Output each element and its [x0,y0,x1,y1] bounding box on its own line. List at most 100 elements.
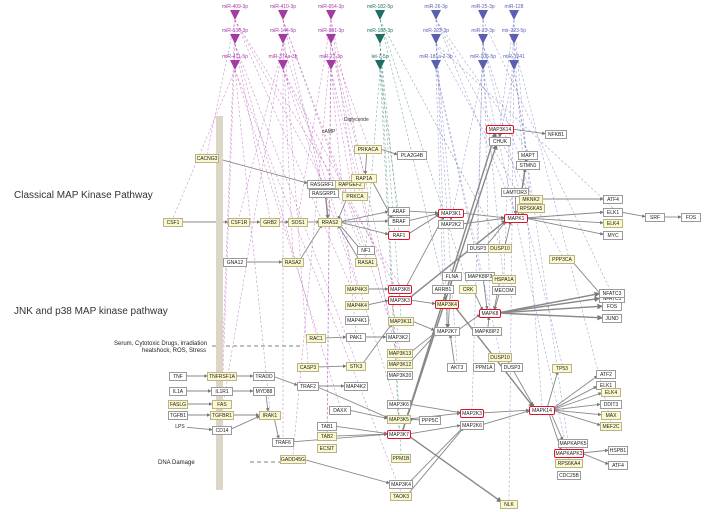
gene-node-dusp3b[interactable]: DUSP3 [501,362,523,372]
gene-node-rasgrf1[interactable]: RASGRF1 [307,179,337,189]
gene-node-tgfbr1[interactable]: TGFBR1 [210,410,234,420]
gene-node-mapkapk3[interactable]: MAPKAPK3 [554,448,584,458]
gene-node-tp53[interactable]: TP53 [552,363,572,373]
gene-node-csf1r[interactable]: CSF1R [228,217,250,227]
gene-node-cdc25b[interactable]: CDC25B [557,470,581,480]
gene-node-irak1[interactable]: IRAK1 [259,410,281,420]
gene-node-atf2[interactable]: ATF2 [596,369,616,379]
gene-node-dusp10a[interactable]: DUSP10 [488,243,512,253]
gene-node-rasgrp1[interactable]: RASGRP1 [309,188,339,198]
gene-node-nlk[interactable]: NLK [500,499,518,509]
gene-node-mapk1[interactable]: MAPK1 [504,213,528,223]
gene-node-arrb1[interactable]: ARRB1 [432,284,454,294]
gene-node-braf[interactable]: BRAF [388,216,410,226]
gene-node-rac1[interactable]: RAC1 [306,333,326,343]
gene-node-lamtor3[interactable]: LAMTOR3 [501,187,529,197]
gene-node-map2k7[interactable]: MAP2K7 [434,326,460,336]
gene-node-cd14[interactable]: CD14 [212,425,232,435]
gene-node-araf[interactable]: ARAF [388,206,410,216]
gene-node-atf4a[interactable]: ATF4 [603,194,623,204]
gene-node-prkca[interactable]: PRKCA [342,191,368,201]
gene-node-mapk8[interactable]: MAPK8 [479,308,501,318]
gene-node-casp3[interactable]: CASP3 [297,362,319,372]
gene-node-map3k7[interactable]: MAP3K7 [387,429,411,439]
gene-node-raf1[interactable]: RAF1 [388,230,410,240]
gene-node-mknk2[interactable]: MKNK2 [519,194,543,204]
gene-node-faslg[interactable]: FASLG [168,399,188,409]
gene-node-ppm1b[interactable]: PPM1B [391,453,411,463]
gene-node-rps6ka5[interactable]: RPS6KA5 [517,203,545,213]
gene-node-csf1[interactable]: CSF1 [163,217,183,227]
gene-node-stmn1[interactable]: STMN1 [516,160,540,170]
gene-node-lps[interactable]: LPS [175,423,185,430]
gene-node-nfkb1[interactable]: NFKB1 [545,129,567,139]
gene-node-rapgef2[interactable]: RAPGEF2 [335,179,365,189]
gene-node-elk1a[interactable]: ELK1 [603,207,623,217]
gene-node-map4k2[interactable]: MAP4K2 [344,381,368,391]
gene-node-akt3[interactable]: AKT3 [447,362,467,372]
gene-node-nf1[interactable]: NF1 [357,245,375,255]
gene-node-map3k2[interactable]: MAP3K2 [386,332,410,342]
gene-node-daxx[interactable]: DAXX [329,405,351,415]
gene-node-rras2[interactable]: RRAS2 [318,217,342,227]
gene-node-map3k4[interactable]: MAP3K4 [435,299,459,309]
gene-node-map3k20[interactable]: MAP3K20 [387,370,413,380]
gene-node-traf2[interactable]: TRAF2 [297,381,319,391]
gene-node-chuk[interactable]: CHUK [489,136,511,146]
gene-node-cacng3[interactable]: CACNG3 [195,153,219,163]
gene-node-atf4b[interactable]: ATF4 [608,460,628,470]
gene-node-dusp3[interactable]: DUSP3 [467,243,489,253]
gene-node-mecom[interactable]: MECOM [492,285,516,295]
gene-node-map3k5[interactable]: MAP3K5 [387,414,411,424]
gene-node-grb2[interactable]: GRB2 [260,217,280,227]
gene-node-map3k1[interactable]: MAP3K1 [438,208,464,218]
gene-node-map3k12[interactable]: MAP3K12 [387,359,413,369]
gene-node-jund[interactable]: JUND [602,313,622,323]
gene-node-tgfb1[interactable]: TGFB1 [168,410,188,420]
gene-node-traf6[interactable]: TRAF6 [272,437,294,447]
gene-node-il1r1[interactable]: IL1R1 [211,386,233,396]
gene-node-tnf[interactable]: TNF [169,371,187,381]
gene-node-prkaca[interactable]: PRKACA [354,144,382,154]
gene-node-taok3[interactable]: TAOK3 [390,491,412,501]
gene-node-map2k3[interactable]: MAP2K3 [460,408,484,418]
gene-node-flna[interactable]: FLNA [442,271,462,281]
gene-node-crk[interactable]: CRK [459,284,477,294]
gene-node-tab1[interactable]: TAB1 [317,421,337,431]
gene-node-map2k6[interactable]: MAP2K6 [460,420,484,430]
gene-node-dusp10b[interactable]: DUSP10 [488,352,512,362]
gene-node-ppp5c[interactable]: PPP5C [419,415,441,425]
gene-node-il1a[interactable]: IL1A [169,386,187,396]
gene-node-myc[interactable]: MYC [603,230,623,240]
gene-node-tnfrsf1a[interactable]: TNFRSF1A [207,371,237,381]
gene-node-sos1[interactable]: SOS1 [288,217,308,227]
gene-node-elk4b[interactable]: ELK4 [601,387,621,397]
gene-node-map3k13[interactable]: MAP3K13 [387,348,413,358]
gene-node-mapt[interactable]: MAPT [518,150,538,160]
gene-node-ddit3[interactable]: DDIT3 [600,399,622,409]
gene-node-map4k4[interactable]: MAP4K4 [345,300,369,310]
gene-node-hspa1a[interactable]: HSPA1A [492,274,516,284]
gene-node-stk3[interactable]: STK3 [346,361,366,371]
gene-node-ppp3ca[interactable]: PPP3CA [549,254,575,264]
gene-node-rasa2[interactable]: RASA2 [282,257,304,267]
gene-node-rps6ka4[interactable]: RPS6KA4 [555,458,583,468]
gene-node-mapkapk5[interactable]: MAPKAPK5 [558,438,588,448]
gene-node-mapk8ip3[interactable]: MAPK8IP3 [465,271,495,281]
gene-node-map3k4b[interactable]: MAP3K4 [389,479,413,489]
gene-node-pla2g4b[interactable]: PLA2G4B [397,150,427,160]
gene-node-map3k8[interactable]: MAP3K8 [388,284,412,294]
gene-node-rasa1[interactable]: RASA1 [355,257,377,267]
gene-node-elk4a[interactable]: ELK4 [603,218,623,228]
gene-node-map3k6[interactable]: MAP3K6 [387,399,411,409]
gene-node-map3k11[interactable]: MAP3K11 [388,316,414,326]
gene-node-tab2[interactable]: TAB2 [317,431,337,441]
gene-node-rap1a[interactable]: RAP1A [351,173,377,183]
gene-node-map2k2[interactable]: MAP2K2 [438,219,464,229]
gene-node-nfatc3[interactable]: NFATC3 [599,288,625,298]
gene-node-fas[interactable]: FAS [212,399,232,409]
gene-node-tradd[interactable]: TRADD [253,371,275,381]
gene-node-map4k3[interactable]: MAP4K3 [345,284,369,294]
gene-node-map3k3[interactable]: MAP3K3 [388,295,412,305]
gene-node-myd88[interactable]: MYD88 [253,386,275,396]
